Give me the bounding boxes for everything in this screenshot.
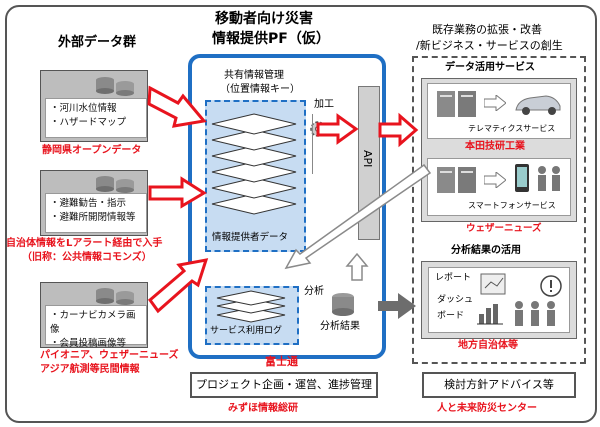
service-card-smartphone: スマートフォンサービス [427, 158, 571, 216]
right-title-2: /新ビジネス・サービスの創生 [416, 39, 563, 52]
log-stack-icon [216, 290, 286, 323]
platform-title-2: 情報提供PF（仮） [212, 31, 330, 47]
service-provider-weathernews: ウェザーニューズ [466, 223, 542, 234]
right-title-1: 既存業務の拡張・改善 [432, 23, 542, 36]
analysis-label: 分析 [304, 286, 324, 297]
source-box-2: ・避難勧告・指示 ・避難所開閉情報等 [40, 170, 148, 236]
process-bracket [312, 114, 313, 174]
car-icon [515, 95, 561, 115]
source-provider-2b: （旧称：公共情報コモンズ） [22, 252, 152, 263]
service-label: スマートフォンサービス [468, 201, 556, 210]
database-icon [91, 75, 141, 97]
source-box-3: ・カーナビカメラ画像 ・会員投稿画像等 [40, 282, 148, 349]
disaster-center-org: 人と未来防災センター [437, 403, 537, 414]
platform-title-1: 移動者向け災害 [215, 11, 313, 27]
source-item: ・ハザードマップ [50, 117, 127, 128]
source-item: ・避難勧告・指示 [50, 198, 127, 209]
analysis-title: 分析結果の活用 [451, 245, 521, 256]
shared-label-1: 共有情報管理 [224, 70, 284, 81]
api-label: API [361, 150, 374, 168]
source-provider-1: 静岡県オープンデータ [42, 145, 142, 156]
source-items-2: ・避難勧告・指示 ・避難所開閉情報等 [45, 193, 147, 233]
source-provider-3b: アジア航測等民間情報 [40, 364, 140, 375]
source-item: ・避難所開閉情報等 [50, 212, 136, 223]
report-label: レポート [435, 273, 472, 283]
source-box-1: ・河川水位情報 ・ハザードマップ [40, 70, 148, 142]
source-item: ・河川水位情報 [50, 103, 117, 114]
source-items-1: ・河川水位情報 ・ハザードマップ [45, 98, 147, 138]
dashboard-label-1: ダッシュ [437, 295, 474, 305]
analysis-provider: 地方自治体等 [458, 340, 518, 351]
analysis-panel: レポート ダッシュ ボード [421, 261, 577, 339]
dashboard-label-2: ボード [437, 311, 465, 321]
database-icon [91, 286, 141, 306]
smartphone-icon [515, 164, 529, 192]
outer-frame [5, 5, 597, 423]
people-icon [538, 166, 560, 191]
shared-label-2: （位置情報キー） [220, 84, 300, 95]
server-icon [437, 167, 476, 193]
document-icon [480, 273, 506, 295]
service-card-telematics: テレマティクスサービス [427, 83, 571, 139]
source-provider-3a: パイオニア、ウェザーニューズ [40, 350, 179, 361]
arrow-right-icon [484, 172, 506, 188]
gear-icon [310, 121, 326, 137]
source-items-3: ・カーナビカメラ画像 ・会員投稿画像等 [45, 305, 147, 349]
service-label: テレマティクスサービス [468, 124, 556, 133]
layer-stack-icon [211, 113, 297, 215]
service-provider-honda: 本田技研工業 [465, 141, 525, 152]
process-label: 加工 [314, 99, 334, 110]
people-group-icon [515, 301, 555, 326]
source-provider-2a: 自治体情報をLアラート経由で入手 [6, 238, 163, 249]
advisory-label: 検討方針アドバイス等 [444, 378, 554, 391]
provider-data-label: 情報提供者データ [212, 232, 289, 243]
analysis-result-label: 分析結果 [320, 321, 360, 332]
server-icon [437, 91, 476, 117]
project-management-box: プロジェクト企画・運営、進捗管理 [190, 372, 378, 398]
source-item: ・会員投稿画像等 [50, 338, 127, 349]
advisory-box: 検討方針アドバイス等 [422, 372, 576, 398]
left-title: 外部データ群 [58, 35, 137, 50]
analysis-database-icon [332, 293, 354, 316]
data-service-title: データ活用サービス [445, 62, 535, 73]
analysis-card: レポート ダッシュ ボード [428, 267, 570, 333]
arrow-right-icon [484, 95, 506, 111]
bar-chart-icon [477, 304, 503, 325]
mizuho-org: みずほ情報総研 [228, 403, 298, 414]
service-log-label: サービス利用ログ [210, 326, 283, 336]
platform-operator: 富士通 [265, 355, 298, 368]
database-icon [91, 174, 141, 194]
source-item: ・カーナビカメラ画像 [50, 310, 136, 335]
project-management-label: プロジェクト企画・運営、進捗管理 [196, 378, 372, 391]
alert-icon [540, 275, 562, 297]
